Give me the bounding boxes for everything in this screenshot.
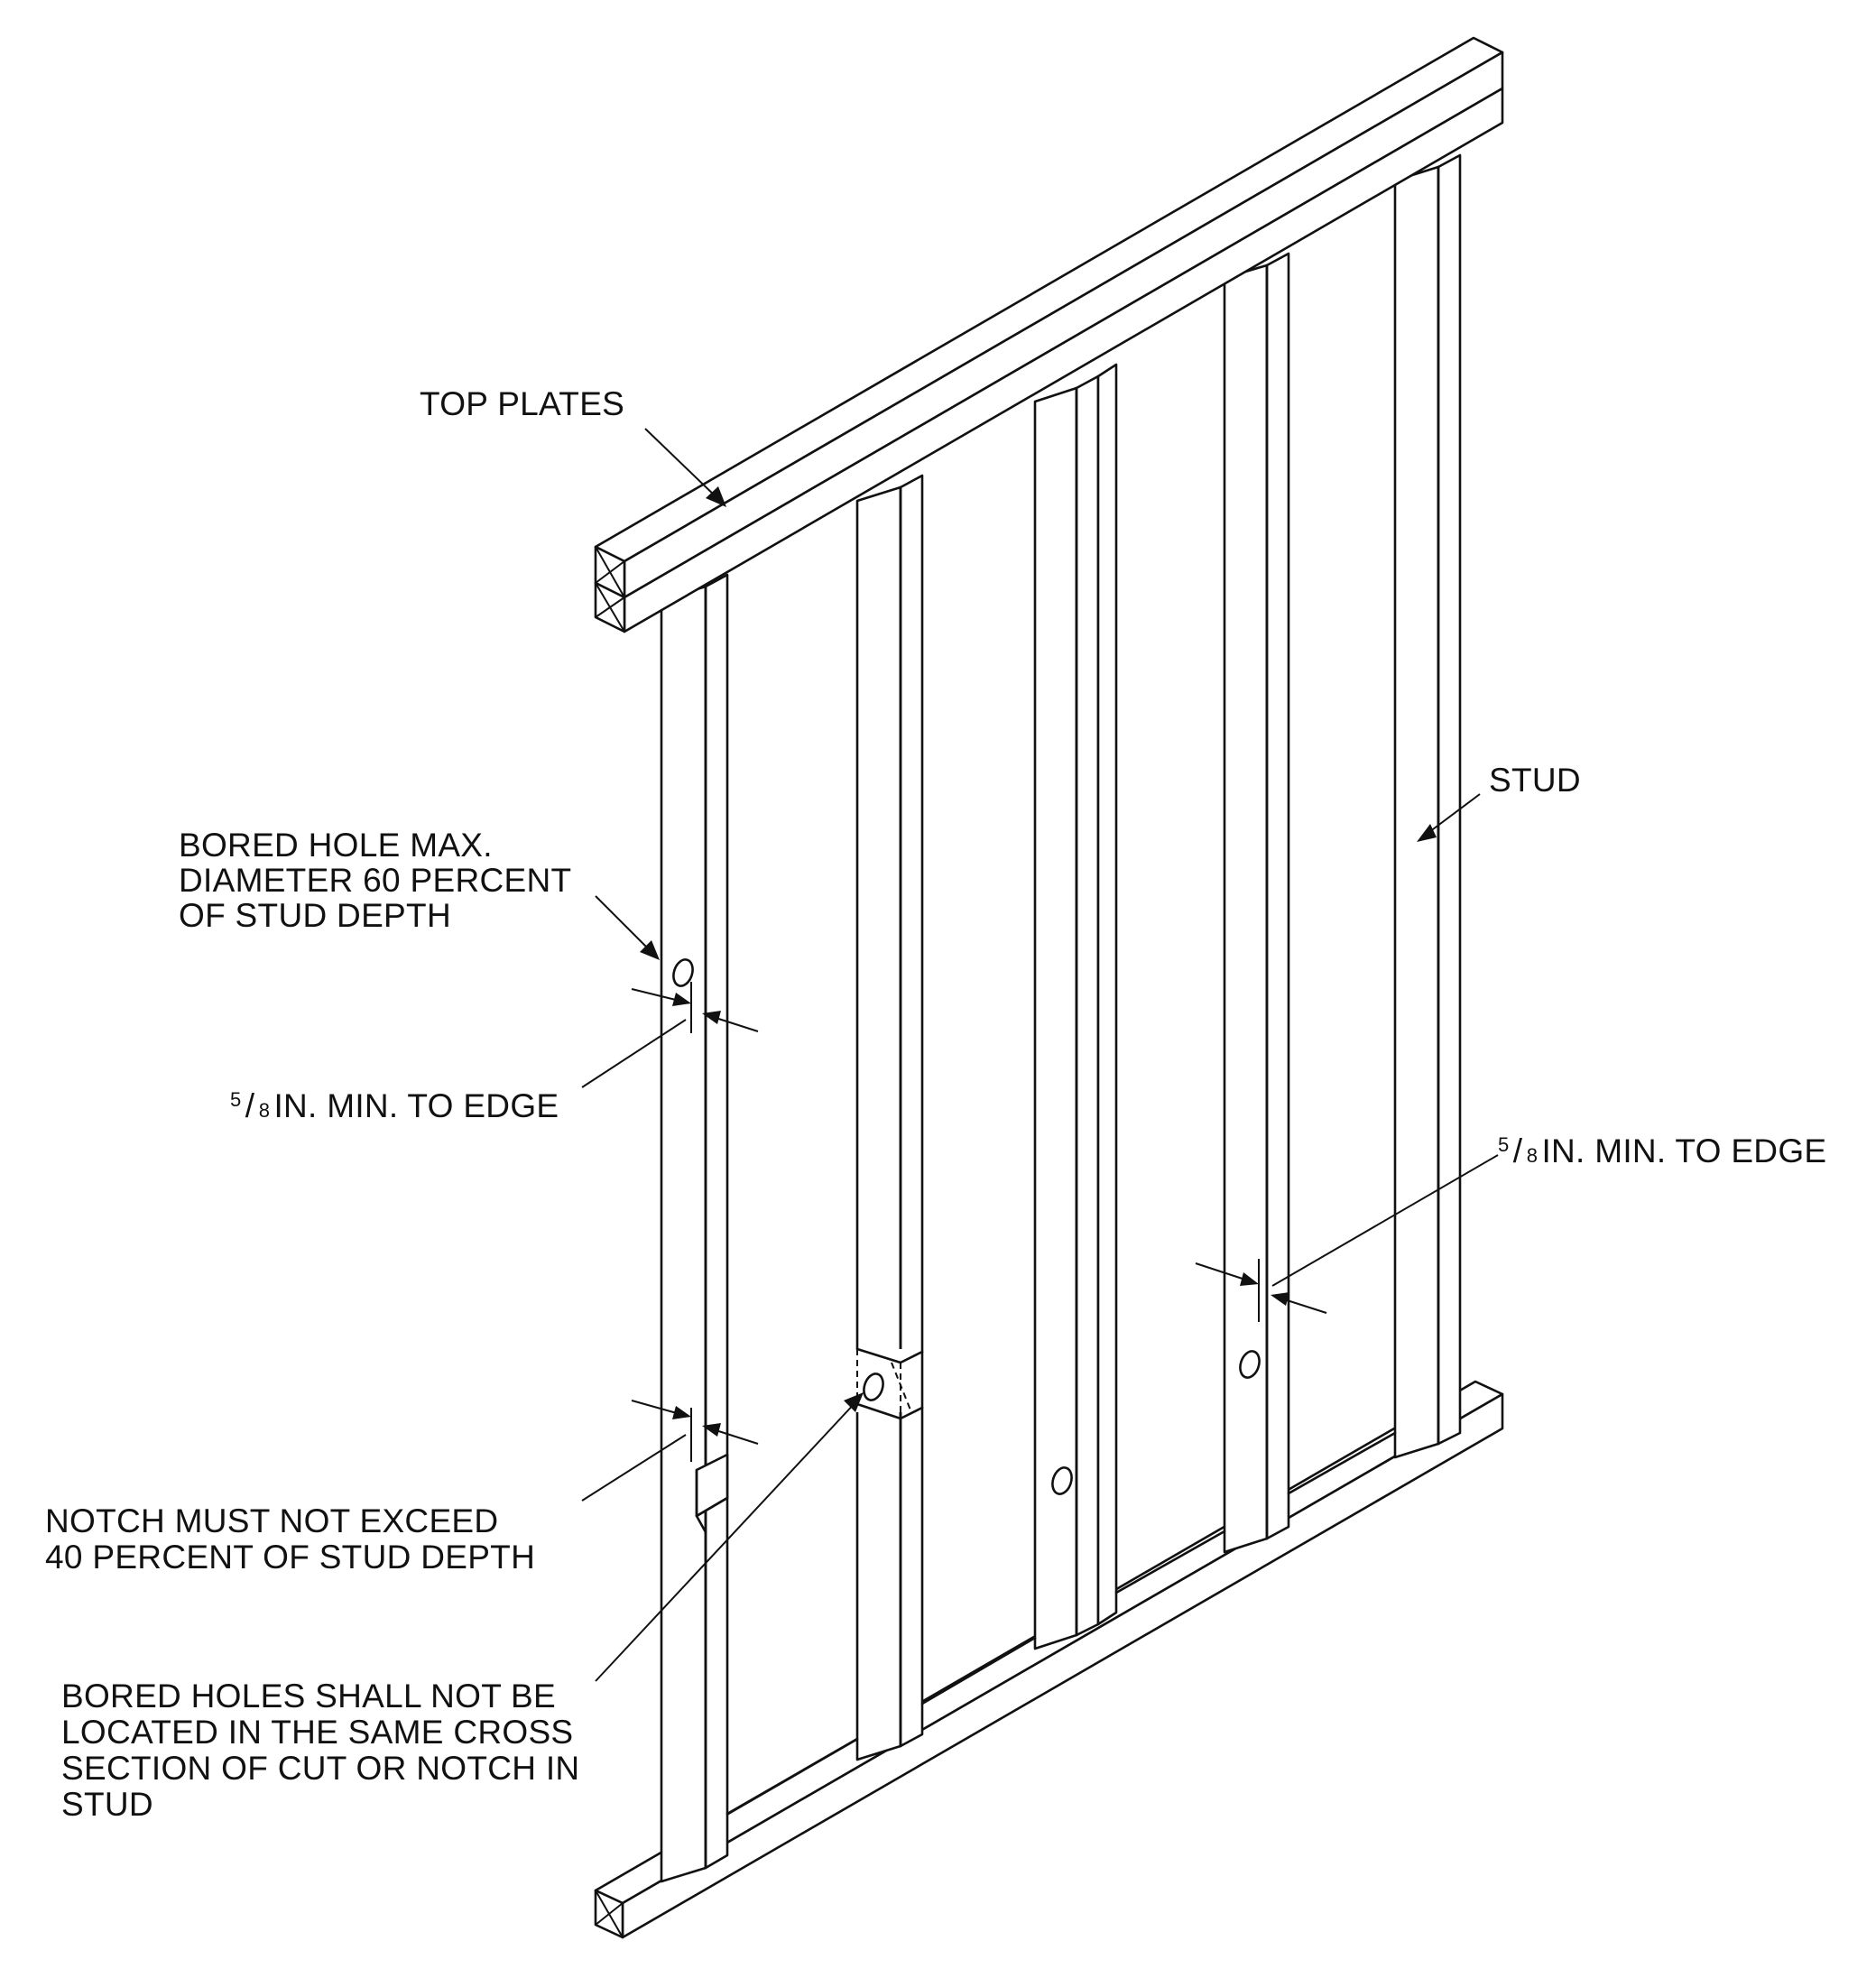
- bored-holes-location-label: BORED HOLES SHALL NOT BE LOCATED IN THE …: [61, 1678, 579, 1823]
- edge-dimension-left-upper: [581, 982, 759, 1088]
- stud-left: [660, 573, 729, 1883]
- edge-distance-left-slash: /: [245, 1087, 255, 1124]
- notch-limit-line-2: 40 PERCENT OF STUD DEPTH: [45, 1539, 535, 1576]
- bored-hole-max-line-1: BORED HOLE MAX.: [179, 827, 493, 864]
- edge-dimension-right: [1195, 1154, 1499, 1322]
- edge-distance-left-numerator: 5: [230, 1088, 241, 1111]
- stud-middle-left: [855, 474, 924, 1761]
- edge-distance-right-denominator: 8: [1527, 1144, 1538, 1167]
- bored-hole-max-line-3: OF STUD DEPTH: [179, 897, 451, 934]
- cross-section-leader: [595, 1392, 864, 1682]
- stud-center: [1033, 363, 1118, 1650]
- stud-label: STUD: [1489, 762, 1581, 799]
- bored-hole-max-leader: [595, 895, 660, 960]
- bored-holes-location-line-4: STUD: [61, 1786, 153, 1823]
- edge-distance-right-text: IN. MIN. TO EDGE: [1541, 1132, 1826, 1169]
- stud-right: [1393, 153, 1462, 1459]
- stud-leader: [1417, 793, 1481, 842]
- stud-middle-right: [1223, 252, 1290, 1554]
- edge-distance-left-label: 5 / 8 IN. MIN. TO EDGE: [230, 1087, 559, 1124]
- edge-distance-right-slash: /: [1513, 1132, 1523, 1169]
- notch-limit-line-1: NOTCH MUST NOT EXCEED: [45, 1502, 498, 1539]
- edge-distance-right-numerator: 5: [1498, 1133, 1509, 1156]
- bored-holes-location-line-1: BORED HOLES SHALL NOT BE: [61, 1678, 556, 1715]
- bored-hole-max-line-2: DIAMETER 60 PERCENT: [179, 862, 571, 899]
- top-plates: [594, 36, 1504, 633]
- bored-holes-location-line-3: SECTION OF CUT OR NOTCH IN: [61, 1750, 579, 1787]
- edge-distance-left-denominator: 8: [259, 1099, 270, 1122]
- notch-dimension-left: [581, 1400, 759, 1502]
- top-plates-leader: [644, 428, 726, 507]
- edge-distance-left-text: IN. MIN. TO EDGE: [273, 1087, 559, 1124]
- bored-holes-location-line-2: LOCATED IN THE SAME CROSS: [61, 1714, 573, 1751]
- bottom-plate-top-edge: [725, 1431, 1397, 1816]
- edge-distance-right-label: 5 / 8 IN. MIN. TO EDGE: [1498, 1132, 1826, 1169]
- top-plates-label: TOP PLATES: [420, 385, 624, 422]
- notch-limit-label: NOTCH MUST NOT EXCEED 40 PERCENT OF STUD…: [45, 1502, 535, 1576]
- bored-hole-max-label: BORED HOLE MAX. DIAMETER 60 PERCENT OF S…: [179, 827, 571, 934]
